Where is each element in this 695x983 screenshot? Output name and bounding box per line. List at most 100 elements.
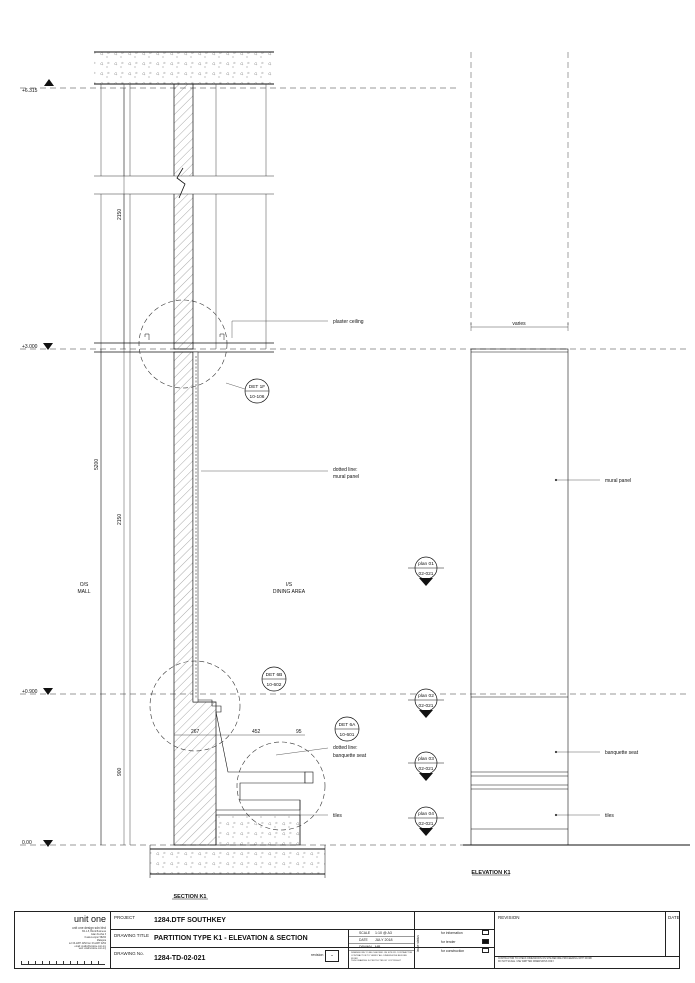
floor-slab (149, 845, 326, 878)
drawing-no-label: DRAWING No. (114, 951, 144, 956)
dim-5200: 5200 (94, 459, 100, 470)
issue-option: for information (441, 931, 463, 935)
label-tiles-elevation: tiles (605, 813, 614, 819)
svg-text:+6.315: +6.315 (22, 88, 38, 94)
elevation-panel (463, 348, 690, 846)
label-dotted-mural-2: mural panel (333, 474, 359, 480)
svg-text:10-602: 10-602 (267, 682, 282, 688)
checkbox-tender (482, 939, 489, 944)
dim-2150-mid: 2150 (117, 514, 123, 525)
label-dotted-banq-1: dotted line: (333, 745, 357, 751)
drawn-cell: DRAWN MB (349, 944, 415, 951)
revision-col-label: REVISION (498, 915, 520, 920)
level-lines (20, 87, 690, 846)
svg-text:02-021: 02-021 (419, 821, 434, 827)
detail-circles (138, 299, 326, 831)
svg-text:02-021: 02-021 (419, 571, 434, 577)
dim-varies: varies (512, 321, 526, 327)
drawn-value: MB (375, 945, 381, 949)
company-panel: unit one unit one design sdn bhd B4-1-5,… (15, 912, 111, 968)
detail-tag-1f: DET 1F 10-106 (225, 378, 270, 404)
svg-text:plan 01: plan 01 (418, 561, 434, 567)
checkbox-construction (482, 948, 489, 953)
project-name: 1284.DTF SOUTHKEY (154, 917, 226, 924)
company-address: B4-1-5, Block Business Jalan Kuchai 3 Ku… (69, 931, 106, 951)
svg-text:plan 03: plan 03 (418, 756, 434, 762)
label-os: O/S (80, 582, 89, 588)
drawing-title-label: DRAWING TITLE (114, 933, 150, 938)
svg-text:DET 1F: DET 1F (249, 384, 266, 390)
address-line: tel: 03-2287 4252 fax: 03-2287 4252 (68, 942, 106, 945)
drawing-title-row: DRAWING TITLE PARTITION TYPE K1 - ELEVAT… (111, 930, 494, 948)
issue-status: issue status for information for tender … (414, 912, 494, 968)
label-is: I/S (286, 582, 293, 588)
svg-text:DET 6B: DET 6B (266, 672, 283, 678)
varies-dimension (470, 323, 569, 331)
disclaimer-line: DO NOT SCALE. USE WRITTEN DIMENSIONS ONL… (498, 960, 555, 963)
dim-452: 452 (252, 729, 261, 735)
mural-panel-section (192, 351, 199, 703)
detail-tag-6b: DET 6B 10-602 (261, 666, 287, 692)
svg-text:10-106: 10-106 (250, 394, 265, 400)
plan-tag-03: plan 03 02-021 (408, 751, 444, 781)
date-label: DATE (359, 938, 368, 942)
scale-value: 1:10 @ A3 (375, 931, 392, 935)
notes: DIMENSIONS TO BE CHECKED ON SITE BY CONT… (351, 952, 413, 963)
address-line: Jalan Kuchai 3 (90, 933, 106, 936)
label-mall: MALL (77, 589, 90, 595)
elevation-title: ELEVATION K1 (471, 870, 510, 876)
scale-bar (21, 961, 105, 965)
drawing-no: 1284-TD-02-021 (154, 955, 206, 962)
revision-divider (665, 912, 666, 956)
date-value: JULY 2018 (375, 938, 393, 942)
company-sub: unit one design sdn bhd (72, 926, 106, 930)
svg-text:0.00: 0.00 (22, 840, 32, 846)
label-plaster-ceiling: plaster ceiling (333, 319, 364, 325)
section-title: SECTION K1 (173, 894, 206, 900)
label-dotted-mural-1: dotted line: (333, 467, 357, 473)
column-upper (173, 83, 194, 350)
svg-text:plan 02: plan 02 (418, 693, 434, 699)
address-line: B4-1-5, Block Business (82, 931, 106, 933)
checkbox-information (482, 930, 489, 935)
note-line: DIMENSIONS TO BE CHECKED ON SITE BY CONT… (351, 952, 413, 954)
drawing-title: PARTITION TYPE K1 - ELEVATION & SECTION (154, 935, 308, 942)
drawing-no-row: DRAWING No. 1284-TD-02-021 revision - (111, 948, 494, 968)
dim-267: 267 (191, 729, 200, 735)
svg-text:+3.000: +3.000 (22, 344, 38, 350)
note-line: CONTRACTOR TO VERIFY ALL DIMENSIONS BEFO… (351, 954, 407, 960)
level-marker-floor: 0.00 (22, 840, 53, 847)
meta-box: SCALE 1:10 @ A3 DATE JULY 2018 DRAWN MB … (348, 930, 415, 968)
note-line: THIS DRAWING IS PROTECTED BY COPYRIGHT (351, 960, 401, 963)
elevation-leaders (554, 478, 600, 817)
level-marker-top: +6.315 (22, 79, 54, 94)
issue-option: for tender (441, 940, 456, 944)
date-cell: DATE JULY 2018 (349, 937, 415, 944)
plan-tag-01: plan 01 02-021 (408, 556, 444, 586)
address-line: Malaysia (96, 939, 106, 942)
elevation-dashed-verticals (470, 52, 569, 325)
disclaimer-line: CONTRACTOR TO CHECK DIMENSIONS ON SITE B… (498, 958, 593, 960)
date-col-label: DATE (668, 915, 680, 920)
svg-text:02-021: 02-021 (419, 766, 434, 772)
revision-footer-line (495, 956, 680, 957)
issue-label: issue status (416, 935, 420, 952)
plan-tag-04: plan 04 02-021 (408, 806, 444, 836)
dim-900: 900 (117, 767, 123, 776)
level-marker-seat: +0.900 (22, 688, 53, 695)
label-dining-area: DINING AREA (273, 589, 306, 595)
revision-panel: REVISION DATE CONTRACTOR TO CHECK DIMENS… (494, 912, 680, 968)
banquette-section (198, 699, 314, 846)
label-dotted-banq-2: banquette seat (333, 753, 367, 759)
scale-cell: SCALE 1:10 @ A3 (349, 930, 415, 937)
label-tiles-section: tiles (333, 813, 342, 819)
dim-95: 95 (296, 729, 302, 735)
dim-2150-upper: 2150 (117, 209, 123, 220)
address-line: Kuala Lumpur 58200 (84, 936, 106, 939)
revision-label: revision (311, 953, 324, 957)
address-line: email: studio@unitone.com.my (74, 945, 106, 948)
dim-lines (100, 88, 305, 845)
disclaimer: CONTRACTOR TO CHECK DIMENSIONS ON SITE B… (498, 958, 592, 964)
plan-tag-02: plan 02 02-021 (408, 688, 444, 718)
